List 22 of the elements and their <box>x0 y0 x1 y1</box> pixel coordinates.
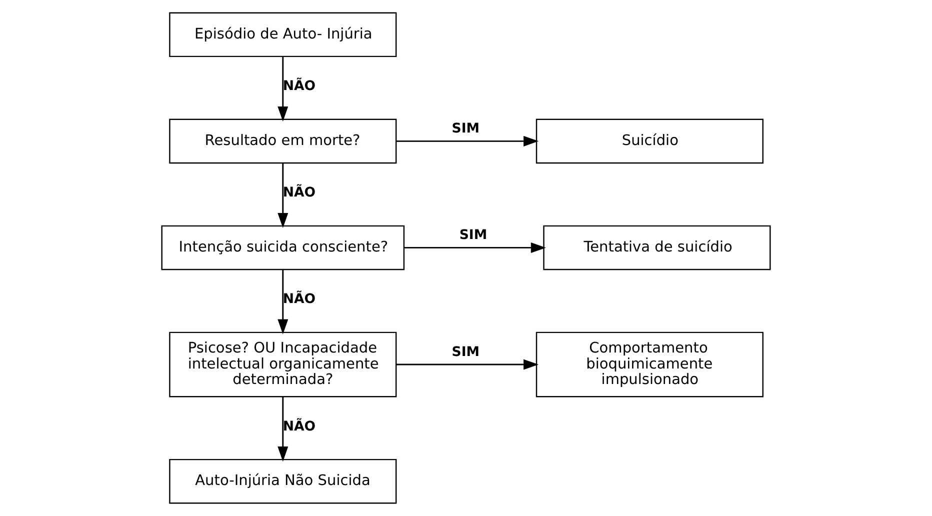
arrow <box>396 359 539 370</box>
edge-label: NÃO <box>282 419 316 434</box>
node-box: Suicídio <box>536 118 764 164</box>
edge-label: SIM <box>459 228 488 243</box>
edge-label: NÃO <box>282 292 316 308</box>
node-box: Tentativa de suicídio <box>543 225 771 270</box>
node-box: Psicose? OU Incapacidade intelectual organicamente determinada? <box>169 332 397 398</box>
edge-label: NÃO <box>282 79 316 94</box>
edge-label: SIM <box>452 121 480 136</box>
edge-label: SIM <box>452 344 480 360</box>
node-box: Auto-Injúria Não Suicida <box>169 458 397 504</box>
node-box: Comportamento bioquimicamente impulsionado <box>536 332 764 398</box>
edge-label: NÃO <box>282 186 316 201</box>
node-box: Episódio de Auto- Injúria <box>169 12 397 58</box>
node-box: Intenção suicida consciente? <box>161 225 405 270</box>
arrow <box>278 163 288 228</box>
arrow <box>278 270 288 334</box>
arrow <box>404 242 546 253</box>
node-box: Resultado em morte? <box>169 118 397 164</box>
arrow <box>278 56 288 122</box>
arrow <box>396 136 539 146</box>
arrow <box>278 397 288 462</box>
